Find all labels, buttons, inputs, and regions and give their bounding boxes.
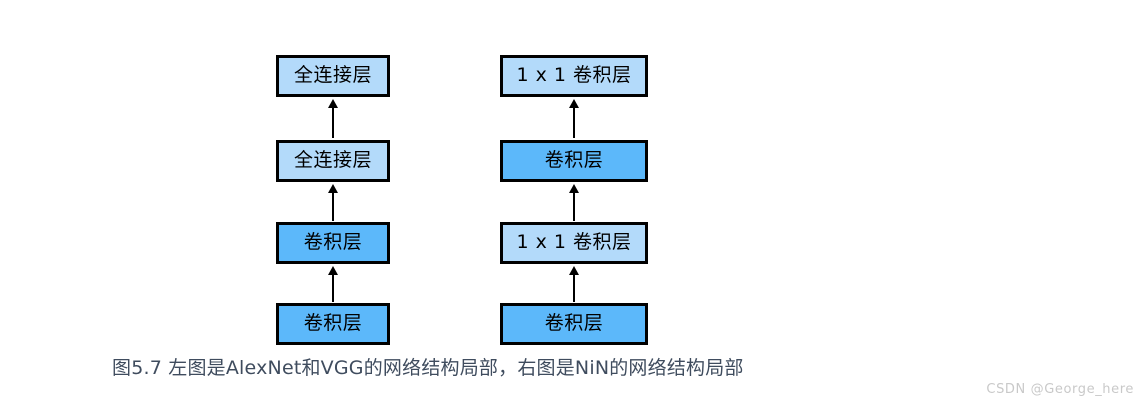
- node-label: 卷积层: [303, 230, 363, 253]
- node-right-conv1x1-top: 1 x 1 卷积层: [500, 55, 648, 97]
- arrow-shaft: [332, 273, 334, 302]
- arrow-shaft: [573, 273, 575, 302]
- node-right-conv-second: 卷积层: [500, 140, 648, 182]
- node-left-fc-second: 全连接层: [276, 140, 390, 182]
- arrow-right-1-to-2: [567, 266, 581, 302]
- node-left-fc-top: 全连接层: [276, 55, 390, 97]
- arrow-shaft: [332, 191, 334, 221]
- arrow-head-icon: [569, 266, 579, 275]
- node-label: 卷积层: [303, 311, 363, 334]
- arrow-shaft: [332, 106, 334, 138]
- node-right-conv1x1-third: 1 x 1 卷积层: [500, 222, 648, 264]
- arrow-head-icon: [569, 184, 579, 193]
- arrow-left-3-to-4: [326, 99, 340, 138]
- node-left-conv-bottom: 卷积层: [276, 303, 390, 345]
- node-left-conv-third: 卷积层: [276, 222, 390, 264]
- figure-caption: 图5.7 左图是AlexNet和VGG的网络结构局部，右图是NiN的网络结构局部: [112, 357, 744, 379]
- arrow-right-2-to-3: [567, 184, 581, 221]
- arrow-right-3-to-4: [567, 99, 581, 138]
- arrow-head-icon: [328, 266, 338, 275]
- node-label: 卷积层: [544, 311, 604, 334]
- node-label: 1 x 1 卷积层: [516, 63, 632, 86]
- node-label: 全连接层: [293, 148, 372, 171]
- arrow-head-icon: [569, 99, 579, 108]
- node-label: 全连接层: [293, 63, 372, 86]
- arrow-head-icon: [328, 184, 338, 193]
- arrow-left-2-to-3: [326, 184, 340, 221]
- node-label: 1 x 1 卷积层: [516, 230, 632, 253]
- arrow-shaft: [573, 106, 575, 138]
- arrow-left-1-to-2: [326, 266, 340, 302]
- node-label: 卷积层: [544, 148, 604, 171]
- watermark: CSDN @George_here: [986, 382, 1134, 397]
- arrow-shaft: [573, 191, 575, 221]
- arrow-head-icon: [328, 99, 338, 108]
- node-right-conv-bottom: 卷积层: [500, 303, 648, 345]
